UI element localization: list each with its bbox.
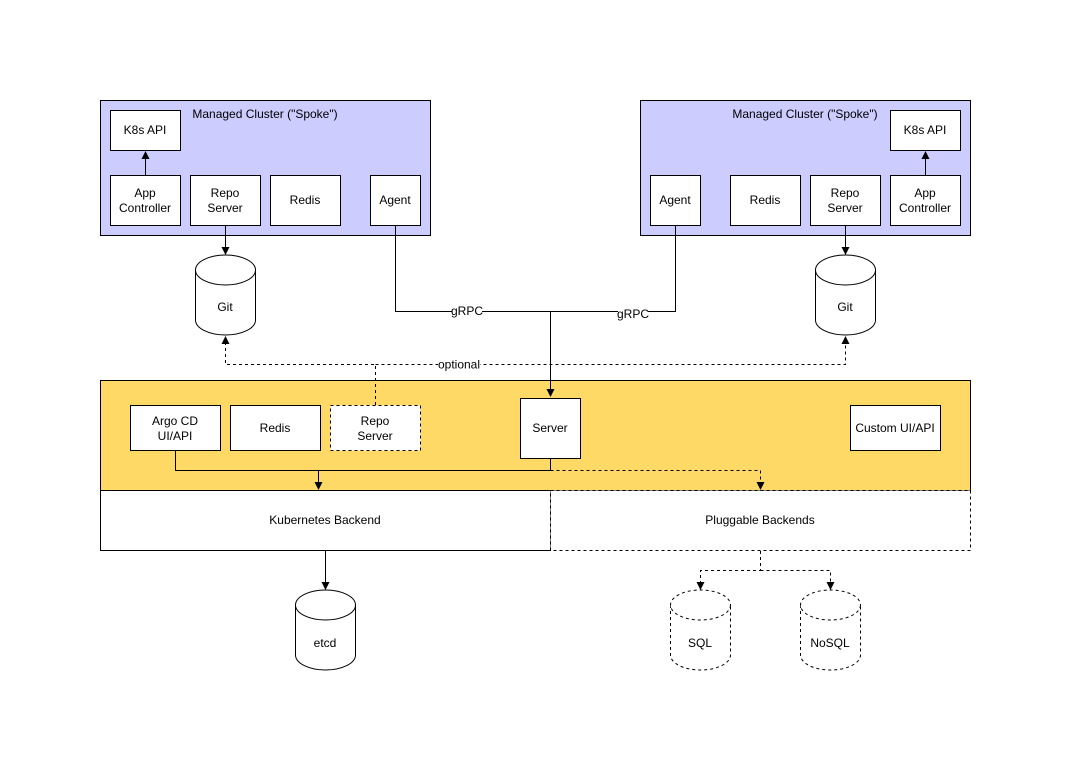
git-cylinder-left: Git: [195, 254, 256, 336]
app-controller-box-left: App Controller: [110, 175, 181, 226]
spoke-cluster-left: Managed Cluster ("Spoke") K8s API App Co…: [100, 100, 431, 236]
optional-connector: optional: [221, 336, 850, 405]
redis-box-left: Redis: [270, 175, 341, 226]
etcd-cylinder: etcd: [295, 589, 356, 671]
repo-server-label-line1: Repo: [361, 414, 390, 428]
repo-server-label-line2: Server: [207, 201, 242, 215]
agent-label: Agent: [659, 193, 691, 207]
custom-ui-box: Custom UI/API: [850, 405, 941, 451]
grpc-right-label: gRPC: [617, 307, 649, 321]
agent-box-left: Agent: [370, 175, 421, 226]
nosql-cylinder: NoSQL: [800, 589, 861, 671]
grpc-connector: gRPC gRPC: [395, 226, 676, 397]
etcd-label: etcd: [314, 636, 337, 650]
pluggable-backends: Pluggable Backends: [550, 490, 971, 551]
k8s-api-box-right: K8s API: [890, 110, 961, 151]
nosql-label: NoSQL: [810, 636, 850, 650]
custom-ui-label: Custom UI/API: [855, 421, 934, 435]
spoke-cluster-right: Managed Cluster ("Spoke") K8s API Agent …: [640, 100, 971, 236]
repo-server-label-line2: Server: [357, 429, 392, 443]
redis-box-hub: Redis: [230, 405, 321, 451]
repo-server-box-left: Repo Server: [190, 175, 261, 226]
repo-server-label-line2: Server: [827, 201, 862, 215]
argo-ui-label-line2: UI/API: [158, 429, 193, 443]
server-label: Server: [532, 421, 567, 435]
argo-ui-label-line1: Argo CD: [152, 414, 198, 428]
grpc-left-label: gRPC: [451, 304, 483, 318]
git-cylinder-right: Git: [815, 254, 876, 336]
hub-backend-connectors: [175, 451, 765, 490]
redis-label: Redis: [290, 193, 321, 207]
spoke-left-title: Managed Cluster ("Spoke"): [192, 107, 337, 121]
app-controller-label-line1: App: [134, 186, 156, 200]
k8s-api-label: K8s API: [904, 123, 947, 137]
agent-label: Agent: [379, 193, 411, 207]
kubernetes-backend: Kubernetes Backend: [100, 490, 551, 551]
repo-server-label-line1: Repo: [831, 186, 860, 200]
kubernetes-backend-label: Kubernetes Backend: [269, 513, 380, 527]
agent-box-right: Agent: [650, 175, 701, 226]
argo-ui-box: Argo CD UI/API: [130, 405, 221, 451]
app-controller-label-line1: App: [914, 186, 936, 200]
redis-label: Redis: [750, 193, 781, 207]
repo-server-label-line1: Repo: [211, 186, 240, 200]
git-label: Git: [837, 300, 853, 314]
optional-label: optional: [438, 358, 480, 372]
app-controller-label-line2: Controller: [119, 201, 171, 215]
redis-box-right: Redis: [730, 175, 801, 226]
app-controller-box-right: App Controller: [890, 175, 961, 226]
sql-cylinder: SQL: [670, 589, 731, 671]
repo-server-box-right: Repo Server: [810, 175, 881, 226]
server-box: Server: [520, 398, 581, 459]
k8s-api-box-left: K8s API: [110, 110, 181, 151]
repo-server-box-hub: Repo Server: [330, 405, 421, 451]
pluggable-backends-label: Pluggable Backends: [705, 513, 814, 527]
k8s-api-label: K8s API: [124, 123, 167, 137]
redis-label: Redis: [260, 421, 291, 435]
pluggable-store-connectors: [696, 551, 835, 590]
git-label: Git: [217, 300, 233, 314]
sql-label: SQL: [688, 636, 712, 650]
app-controller-label-line2: Controller: [899, 201, 951, 215]
spoke-right-title: Managed Cluster ("Spoke"): [732, 107, 877, 121]
